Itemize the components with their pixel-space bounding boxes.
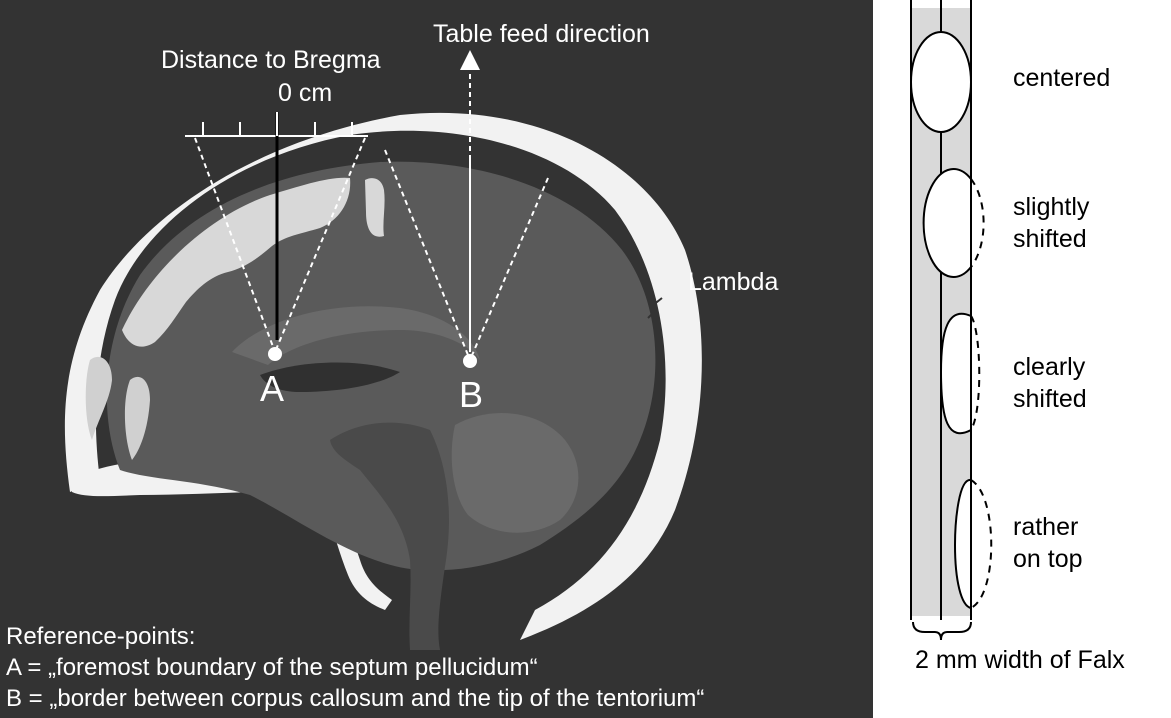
skull-base [72,461,392,610]
distance-to-bregma-label: Distance to Bregma [161,46,381,74]
label-shifted-2: shifted [1013,385,1087,413]
width-brace [912,621,972,641]
cone-b [384,149,549,361]
point-a-label: A [260,368,285,409]
cerebellum [451,413,579,533]
ellipse-slightly-shifted [922,168,972,278]
cortical-gyri-3 [85,356,150,460]
reference-point-b-text: B = „border between corpus callosum and … [6,685,705,712]
point-b-label: B [459,374,484,415]
ellipse-centered [910,31,972,133]
cortical-gyri [122,177,351,347]
label-rather: rather [1013,513,1079,541]
brainstem [330,422,449,650]
cortical-gyri-2 [365,178,385,237]
label-shifted-1: shifted [1013,225,1087,253]
ventricle [260,362,400,392]
sagittal-brain-diagram: Table feed direction Distance to Bregma … [0,0,873,718]
falx-position-diagram: centered slightly shifted clearly shifte… [873,0,1171,718]
reference-points-heading: Reference-points: [6,623,196,650]
zero-cm-label: 0 cm [278,79,333,107]
label-on-top: on top [1013,545,1083,573]
falx-width-caption: 2 mm width of Falx [915,646,1125,674]
lambda-suture [647,297,663,319]
ellipse-clearly-shifted [939,312,972,435]
lambda-label: Lambda [688,268,779,296]
point-a-marker [268,347,282,361]
bregma-ruler [185,112,368,340]
falx-illustration [910,0,993,641]
point-b-marker [463,354,477,368]
cone-a [194,137,366,353]
table-feed-label: Table feed direction [433,20,650,48]
corpus-callosum [232,306,480,365]
label-clearly: clearly [1013,353,1086,381]
reference-point-a-text: A = „foremost boundary of the septum pel… [6,654,538,681]
label-centered: centered [1013,64,1111,92]
ellipse-rather-on-top [953,479,972,610]
brain-illustration [64,50,702,650]
label-slightly: slightly [1013,193,1090,221]
